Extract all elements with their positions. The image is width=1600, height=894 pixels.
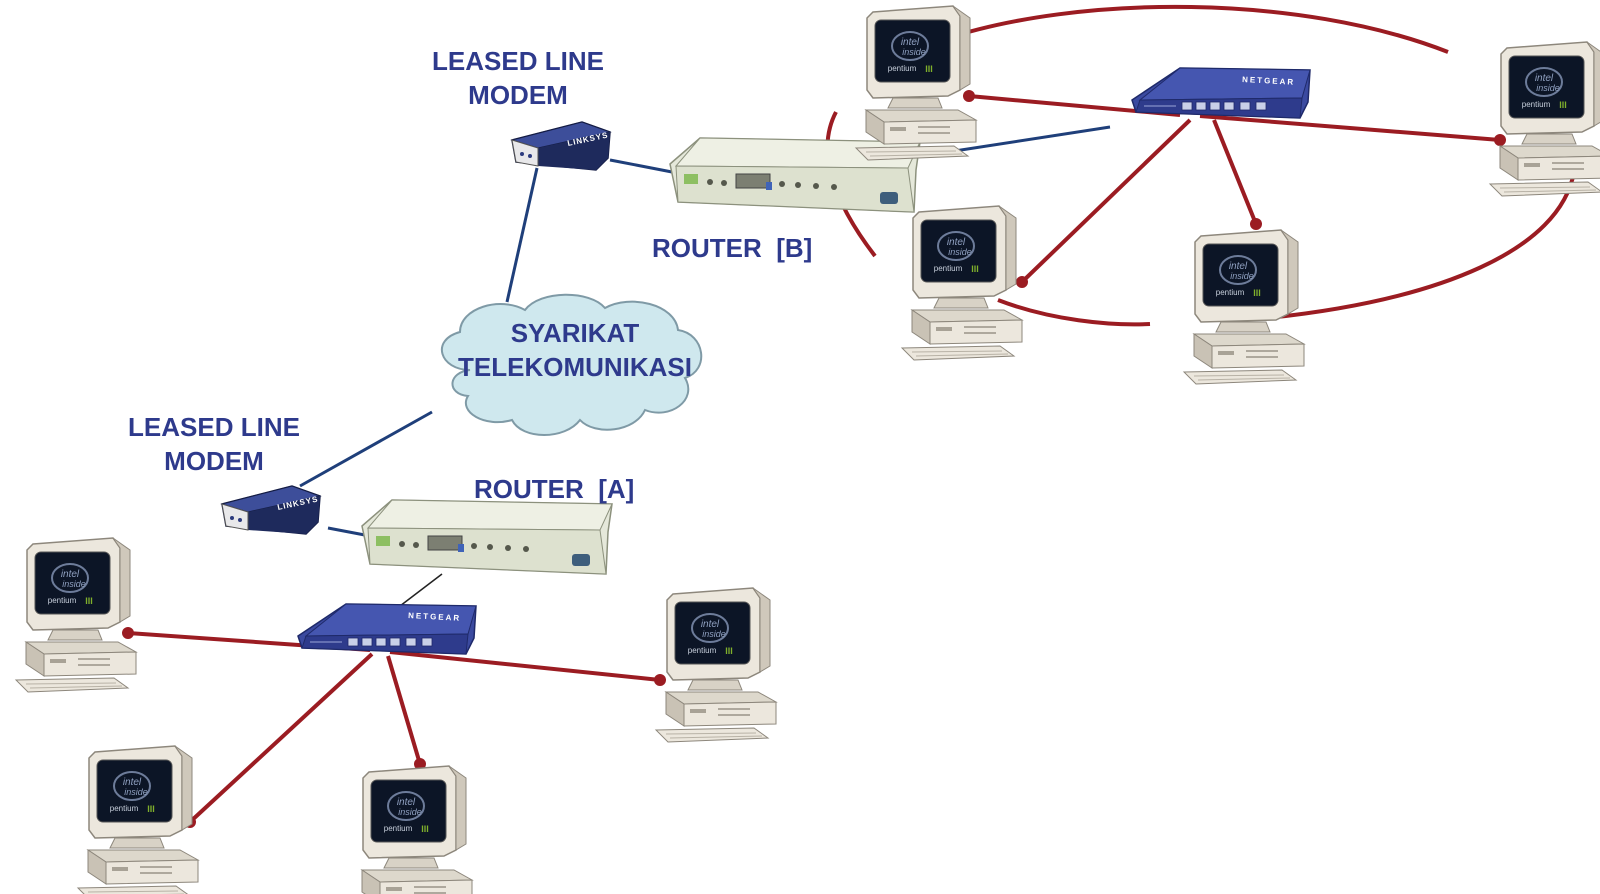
label-cloud: SYARIKAT TELEKOMUNIKASI: [440, 316, 710, 384]
label-router-a: ROUTER [A]: [474, 472, 634, 506]
label-modem-b-line2: MODEM: [468, 80, 568, 110]
label-modem-b-line1: LEASED LINE: [432, 46, 604, 76]
label-router-b: ROUTER [B]: [652, 231, 812, 265]
computer-a2: [655, 587, 777, 743]
wan-link-modem-b-router-b: [609, 158, 673, 174]
wan-link-cloud-modem-a: [299, 410, 433, 488]
wan-link-modem-b-cloud: [505, 167, 539, 303]
router-a: [361, 499, 613, 575]
leased-line-modem-b: [511, 121, 611, 171]
label-modem-a-line1: LEASED LINE: [128, 412, 300, 442]
computer-a1: [15, 537, 137, 693]
ring-segment-bottom: [997, 298, 1151, 327]
computer-a3: [77, 745, 199, 894]
computer-a4: [351, 765, 473, 894]
label-modem-a-line2: MODEM: [164, 446, 264, 476]
computer-b2: [1489, 41, 1600, 197]
leased-line-modem-a: [221, 485, 321, 535]
wan-link-modem-a-router-a: [327, 526, 371, 538]
switch-a: [297, 603, 477, 655]
link-router-a-switch-a: [399, 573, 443, 607]
computer-b4: [1183, 229, 1305, 385]
lan-cable-a-pc2: [389, 650, 661, 682]
lan-cable-b-pc3: [1020, 118, 1192, 284]
label-router-b-text: ROUTER [B]: [652, 233, 813, 263]
label-router-a-text: ROUTER [A]: [474, 474, 635, 504]
switch-b: [1131, 67, 1311, 119]
label-cloud-line2: TELEKOMUNIKASI: [458, 352, 692, 382]
lan-cable-a-pc4: [386, 655, 422, 765]
lan-cable-b-pc4: [1212, 119, 1258, 225]
computer-b3: [901, 205, 1023, 361]
label-cloud-line1: SYARIKAT: [510, 318, 640, 348]
ring-segment-right: [1267, 171, 1576, 320]
label-modem-a: LEASED LINE MODEM: [114, 410, 314, 478]
label-modem-b: LEASED LINE MODEM: [418, 44, 618, 112]
lan-cable-a-pc3: [188, 652, 374, 824]
ring-segment-top: [941, 4, 1449, 54]
computer-b1: [855, 5, 977, 161]
lan-cable-b-pc2: [1199, 114, 1501, 142]
